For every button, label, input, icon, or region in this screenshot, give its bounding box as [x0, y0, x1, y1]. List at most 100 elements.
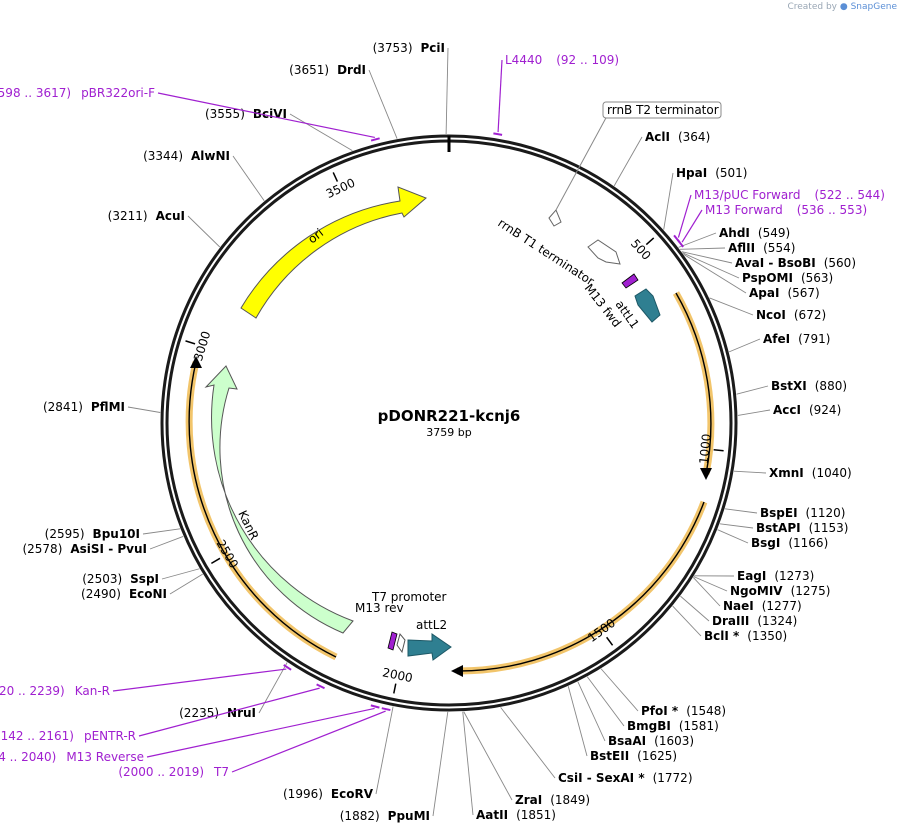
rrnb-t1-label: rrnB T1 terminator — [495, 216, 596, 289]
site-leader-9 — [169, 573, 203, 595]
restriction-site-label: (2490) EcoNI — [81, 587, 167, 601]
site-name: BmgBI — [627, 719, 671, 733]
site-name: EagI — [737, 569, 766, 583]
primer-label: M13/pUC Forward(522 .. 544) — [694, 188, 885, 202]
site-position: (1040) — [812, 466, 852, 480]
site-leader-33 — [683, 253, 747, 294]
tick-mark-500 — [645, 237, 655, 246]
site-position: (2578) — [22, 542, 62, 556]
restriction-site-label: NcoI(672) — [756, 308, 826, 322]
rrnb-t2-label-box — [602, 101, 722, 119]
primer-range: (536 .. 553) — [797, 203, 867, 217]
primer-name: T7 — [213, 765, 229, 779]
site-leader-19 — [600, 668, 639, 712]
tick-label-3500: 3500 — [324, 176, 358, 202]
site-position: (1996) — [283, 787, 323, 801]
site-name: PpuMI — [388, 809, 430, 823]
restriction-site-label: (2595)Bpu10I — [45, 527, 140, 541]
site-name: AclI — [645, 130, 670, 144]
site-name: BspEI — [760, 506, 798, 520]
restriction-site-label: (1882)PpuMI — [340, 809, 430, 823]
restriction-site-label: BsgI(1166) — [751, 536, 828, 550]
site-position: (2490) — [81, 587, 121, 601]
restriction-site-label: AccI (924) — [773, 403, 841, 417]
site-leader-6 — [142, 528, 181, 535]
site-position: (560) — [824, 256, 856, 270]
site-position: (1277) — [762, 599, 802, 613]
site-position: (1324) — [757, 614, 797, 628]
site-name: Bpu10I — [93, 527, 140, 541]
site-leader-20 — [672, 605, 702, 637]
site-leader-8 — [161, 568, 200, 580]
site-position: (1772) — [653, 771, 693, 785]
primer-leader-3 — [681, 209, 703, 243]
site-name: EcoNI — [129, 587, 167, 601]
site-name: AatII — [476, 808, 508, 822]
site-leader-3 — [232, 155, 265, 202]
restriction-site-label: BmgBI(1581) — [627, 719, 719, 733]
tick-mark-3500 — [332, 172, 339, 182]
insert-arrowhead-right — [700, 468, 712, 480]
site-name: XmnI — [769, 466, 804, 480]
site-position: (1166) — [788, 536, 828, 550]
primer-name: pENTR-R — [84, 729, 136, 743]
site-leader-36 — [679, 247, 726, 250]
snapgene-logo: ● — [839, 2, 851, 12]
site-position: (554) — [763, 241, 795, 255]
site-name: NruI — [227, 706, 256, 720]
restriction-site-label: (2578)AsiSI - PvuI — [22, 542, 147, 556]
site-leader-16 — [567, 686, 588, 757]
primer-name: pBR322ori-F — [81, 86, 155, 100]
site-position: (549) — [758, 226, 790, 240]
site-name: AccI — [773, 403, 801, 417]
site-name: SspI — [130, 572, 159, 586]
tick-label-3000: 3000 — [191, 329, 213, 362]
t7-promoter-feature — [396, 632, 406, 654]
site-name: DrdI — [337, 63, 366, 77]
site-leader-4 — [187, 215, 221, 248]
restriction-site-label: BstXI(880) — [771, 379, 847, 393]
insert-arrowhead-left — [190, 356, 202, 368]
plasmid-length: 3759 bp — [426, 426, 471, 439]
site-leader-27 — [724, 508, 758, 514]
restriction-site-label: BstAPI(1153) — [756, 521, 848, 535]
restriction-site-label: EagI(1273) — [737, 569, 814, 583]
kanr-feature-arrow — [204, 365, 354, 634]
restriction-sites: (3753)PciI(3651)DrdI(3555)BciVI(3344)Alw… — [22, 41, 856, 823]
site-name: AhdI — [719, 226, 750, 240]
primer-name: M13 Reverse — [66, 750, 144, 764]
primer-mark-4 — [283, 664, 292, 671]
restriction-site-label: DraIII(1324) — [712, 614, 797, 628]
insert-arc-left-line — [188, 361, 337, 658]
site-position: (364) — [678, 130, 710, 144]
tick-label-2000: 2000 — [381, 665, 414, 685]
site-name: PflMI — [91, 400, 125, 414]
site-position: (3555) — [205, 107, 245, 121]
site-leader-0 — [445, 47, 449, 135]
site-name: EcoRV — [331, 787, 374, 801]
site-position: (924) — [809, 403, 841, 417]
primer-name: L4440 — [505, 53, 542, 67]
restriction-site-label: CsiI - SexAI *(1772) — [558, 771, 693, 785]
rrnb-t2-label: rrnB T2 terminator — [607, 103, 719, 117]
insert-arc-bottom-line — [456, 501, 705, 672]
attl1-feature-arrow — [634, 288, 661, 323]
site-position: (563) — [801, 271, 833, 285]
site-leader-38 — [663, 172, 674, 230]
restriction-site-label: XmnI (1040) — [769, 466, 852, 480]
site-name: AcuI — [156, 209, 185, 223]
m13-fwd-feature — [621, 273, 639, 289]
primer-range: (3598 .. 3617) — [0, 86, 71, 100]
site-position: (672) — [794, 308, 826, 322]
site-leader-1 — [368, 69, 398, 139]
site-position: (3344) — [143, 149, 183, 163]
site-leader-21 — [680, 595, 710, 622]
restriction-site-label: (3753)PciI — [373, 41, 445, 55]
site-position: (1603) — [654, 734, 694, 748]
primer-mark-5 — [316, 683, 325, 690]
restriction-site-label: AflII(554) — [728, 241, 795, 255]
insert-arrowhead-bottom — [451, 665, 463, 677]
restriction-site-label: (2235)NruI — [179, 706, 256, 720]
site-leader-10 — [258, 662, 288, 714]
